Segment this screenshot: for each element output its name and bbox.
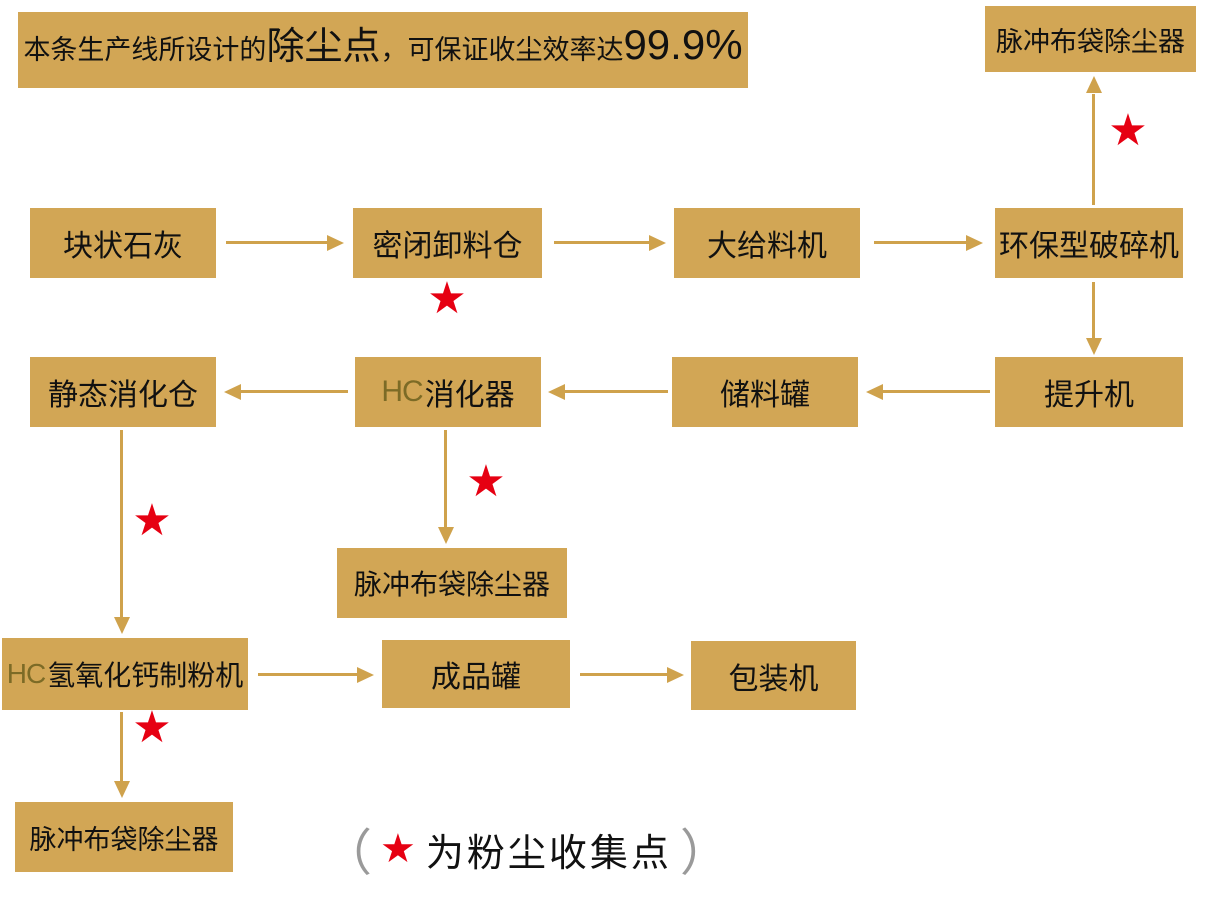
legend: （ ★ 为粉尘收集点 ）	[322, 818, 730, 881]
arrow-elevator-to-storage	[883, 390, 990, 393]
arrowhead-right-icon	[327, 235, 344, 251]
dust-point-star-icon: ★	[427, 274, 467, 323]
node-label-hc-prefix: HC	[6, 658, 46, 689]
legend-open-paren: （	[322, 825, 372, 881]
arrow-product-tank-to-packer	[580, 673, 667, 676]
arrow-digester-to-silo	[241, 390, 348, 393]
node-label: 脉冲布袋除尘器	[996, 26, 1185, 57]
node-label: 氢氧化钙制粉机	[47, 660, 244, 691]
node-label: 静态消化仓	[48, 379, 198, 412]
legend-close-paren: ）	[679, 825, 730, 881]
arrowhead-right-icon	[667, 667, 684, 683]
arrow-crusher-to-dust-top	[1092, 94, 1095, 205]
arrowhead-left-icon	[866, 384, 883, 400]
arrow-silo-to-mill	[120, 430, 123, 617]
title-banner: 本条生产线所设计的 除尘点 ，可保证收尘效率达 99.9%	[18, 12, 748, 88]
banner-text-middle: ，可保证收尘效率达	[380, 35, 624, 65]
node-eco-crusher: 环保型破碎机	[995, 208, 1183, 278]
node-label: 块状石灰	[63, 230, 183, 263]
dust-point-star-icon: ★	[132, 496, 172, 545]
arrowhead-down-icon	[114, 617, 130, 634]
arrowhead-down-icon	[1086, 338, 1102, 355]
node-label: 密闭卸料仓	[372, 230, 523, 263]
legend-star-icon: ★	[380, 827, 416, 871]
node-lump-lime: 块状石灰	[30, 208, 216, 278]
arrowhead-right-icon	[357, 667, 374, 683]
node-bucket-elevator: 提升机	[995, 357, 1183, 427]
node-big-feeder: 大给料机	[674, 208, 860, 278]
dust-point-star-icon: ★	[466, 457, 506, 506]
node-sealed-unloading-bin: 密闭卸料仓	[353, 208, 542, 278]
legend-text: 为粉尘收集点	[425, 832, 672, 875]
node-static-digestion-silo: 静态消化仓	[30, 357, 216, 427]
node-product-tank: 成品罐	[382, 640, 570, 708]
node-label: 脉冲布袋除尘器	[353, 569, 550, 600]
node-label: 提升机	[1044, 379, 1134, 412]
arrowhead-up-icon	[1086, 76, 1102, 93]
arrowhead-right-icon	[649, 235, 666, 251]
arrowhead-down-icon	[438, 527, 454, 544]
banner-text-highlight: 除尘点	[266, 26, 381, 68]
arrow-mill-to-product-tank	[258, 673, 357, 676]
node-packing-machine: 包装机	[691, 641, 856, 710]
node-storage-tank: 储料罐	[672, 357, 858, 427]
node-label: 环保型破碎机	[999, 230, 1179, 263]
arrow-mill-to-dust-bottom	[120, 712, 123, 781]
node-dust-collector-mid: 脉冲布袋除尘器	[337, 548, 567, 618]
dust-point-star-icon: ★	[1108, 106, 1148, 155]
node-label: 脉冲布袋除尘器	[29, 824, 219, 855]
node-label: 消化器	[424, 379, 515, 412]
node-label: 成品罐	[431, 661, 521, 694]
arrow-bin-to-feeder	[554, 241, 650, 244]
arrowhead-left-icon	[548, 384, 565, 400]
banner-text-prefix: 本条生产线所设计的	[23, 35, 267, 65]
arrow-storage-to-digester	[565, 390, 668, 393]
arrowhead-left-icon	[224, 384, 241, 400]
node-label-hc-prefix: HC	[381, 375, 423, 408]
arrowhead-right-icon	[966, 235, 983, 251]
arrow-feeder-to-crusher	[874, 241, 967, 244]
node-dust-collector-top: 脉冲布袋除尘器	[985, 6, 1196, 72]
arrowhead-down-icon	[114, 781, 130, 798]
arrow-crusher-to-elevator	[1092, 282, 1095, 338]
node-label: 包装机	[728, 662, 819, 696]
node-label: 储料罐	[720, 379, 810, 412]
node-dust-collector-bottom: 脉冲布袋除尘器	[15, 802, 233, 872]
node-label: 大给料机	[707, 230, 827, 263]
banner-text-percent: 99.9%	[623, 21, 743, 68]
arrow-digester-to-dust-mid	[444, 430, 447, 527]
arrow-lime-to-bin	[226, 241, 327, 244]
dust-point-star-icon: ★	[132, 703, 172, 752]
